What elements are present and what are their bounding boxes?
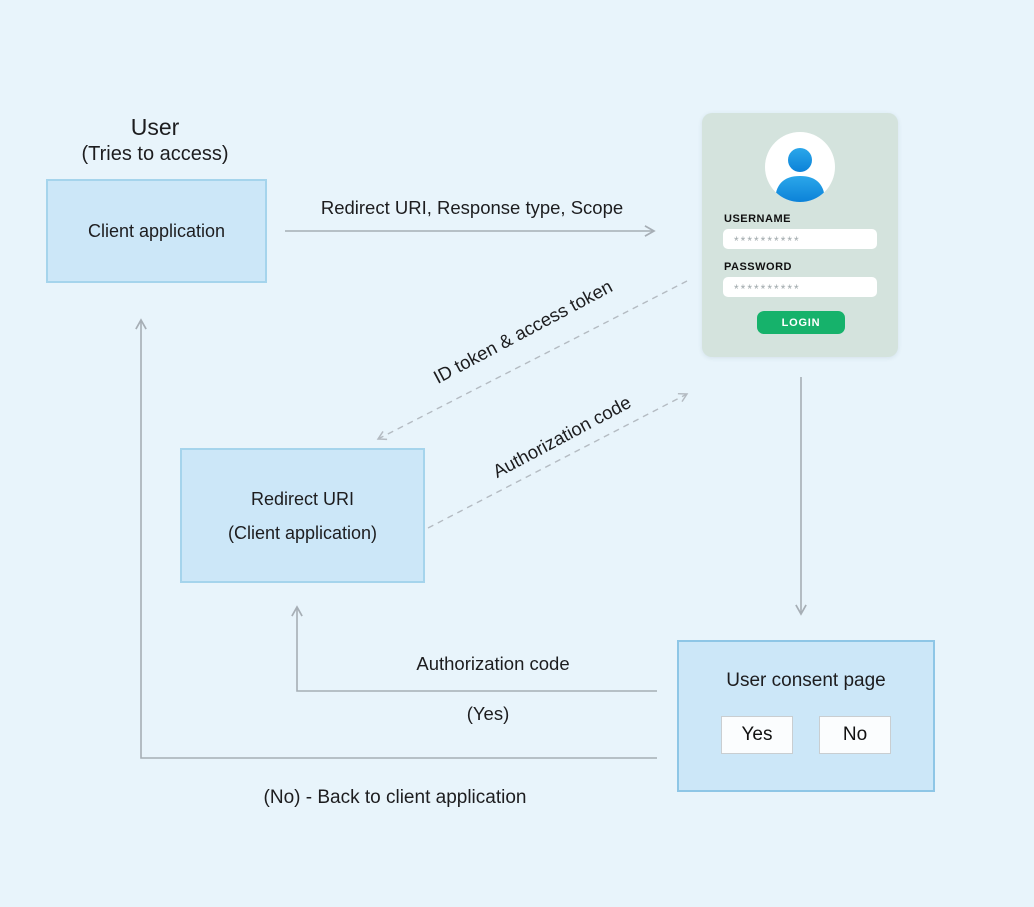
redirect-uri-label-line1: Redirect URI [250, 488, 355, 509]
yes-note-label: (Yes) [466, 703, 510, 724]
client-application-label: Client application [87, 220, 226, 241]
password-label: PASSWORD [724, 261, 792, 273]
consent-title: User consent page [726, 670, 886, 691]
consent-no-button[interactable]: No [819, 716, 891, 754]
consent-yes-button[interactable]: Yes [721, 716, 793, 754]
user-heading: User (Tries to access) [40, 114, 270, 167]
no-note-label: (No) - Back to client application [263, 787, 527, 808]
user-title: User [130, 114, 180, 140]
redirect-uri-box: Redirect URI (Client application) [180, 448, 425, 583]
username-input[interactable]: ********** [723, 229, 877, 249]
password-input[interactable]: ********** [723, 277, 877, 297]
user-avatar-icon [765, 132, 835, 202]
login-button[interactable]: LOGIN [757, 311, 845, 334]
user-subtitle: (Tries to access) [81, 143, 229, 165]
redirect-uri-label-line2: (Client application) [227, 522, 378, 543]
consent-buttons: Yes No [721, 716, 891, 754]
username-label: USERNAME [724, 213, 791, 225]
auth-code-dashed-arrow-line [427, 392, 689, 529]
auth-code-return-label: Authorization code [416, 653, 570, 674]
yes-return-arrow-line [291, 605, 657, 692]
request-arrow-label: Redirect URI, Response type, Scope [320, 197, 624, 218]
no-return-arrow-line [135, 318, 657, 759]
client-application-box: Client application [46, 179, 267, 283]
id-token-dashed-arrow-line [376, 280, 688, 441]
login-card: USERNAME ********** PASSWORD ********** … [702, 113, 898, 357]
user-consent-box: User consent page Yes No [677, 640, 935, 792]
